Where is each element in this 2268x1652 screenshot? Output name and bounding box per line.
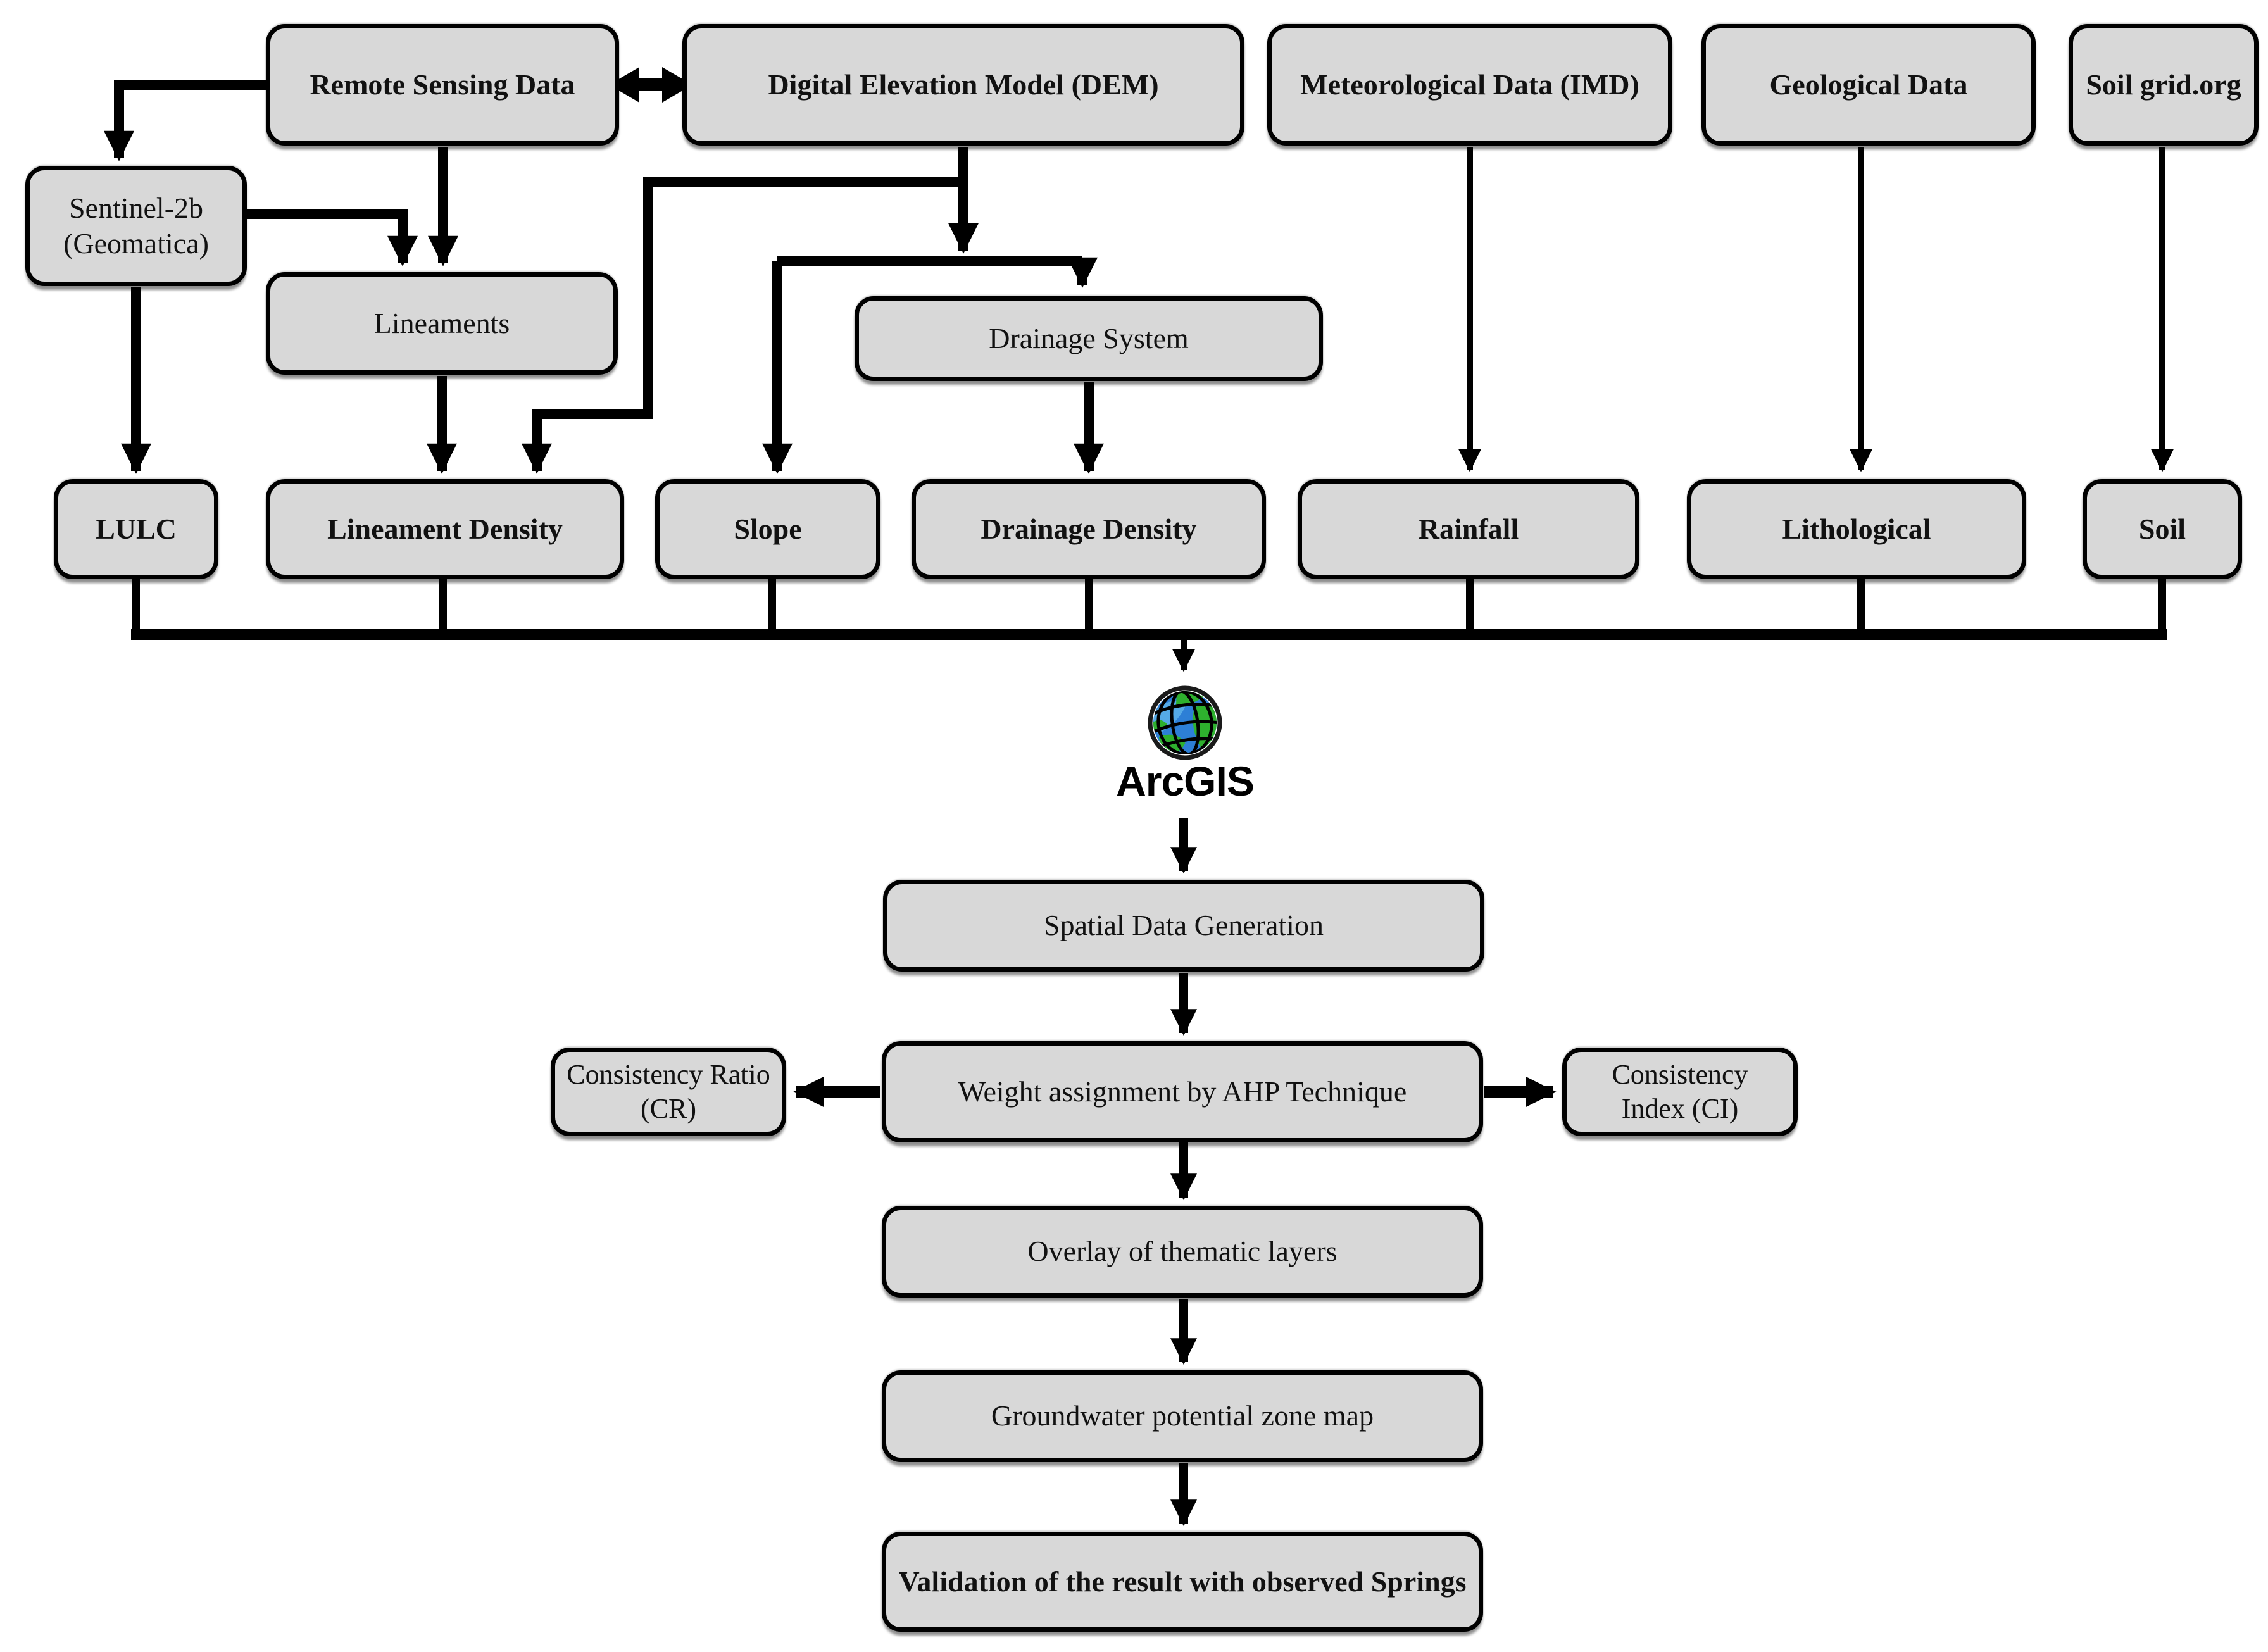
arcgis-globe-icon	[1148, 685, 1222, 760]
node-lulc: LULC	[54, 479, 218, 579]
node-meteorological-data: Meteorological Data (IMD)	[1267, 24, 1672, 146]
double-arrow-left-head	[609, 67, 639, 103]
node-drainage-system: Drainage System	[855, 296, 1323, 381]
node-sentinel-2b: Sentinel-2b (Geomatica)	[25, 166, 247, 286]
node-ahp-weight-assignment: Weight assignment by AHP Technique	[882, 1041, 1483, 1142]
node-overlay-thematic-layers: Overlay of thematic layers	[882, 1206, 1483, 1298]
node-consistency-ratio: Consistency Ratio (CR)	[551, 1048, 786, 1136]
node-remote-sensing-data: Remote Sensing Data	[266, 24, 619, 146]
node-rainfall: Rainfall	[1298, 479, 1639, 579]
node-validation-observed-springs: Validation of the result with observed S…	[882, 1532, 1483, 1632]
double-arrow-right-head	[662, 67, 692, 103]
node-soil: Soil	[2083, 479, 2242, 579]
node-lithological: Lithological	[1687, 479, 2026, 579]
arrow-rsd-to-sentinel	[104, 80, 266, 161]
node-lineaments: Lineaments	[266, 272, 618, 375]
arrow-dem-to-lineament-density	[522, 177, 963, 474]
arrow-sentinel-to-lineaments	[247, 209, 418, 266]
node-drainage-density: Drainage Density	[912, 479, 1266, 579]
node-dem: Digital Elevation Model (DEM)	[682, 24, 1244, 146]
node-spatial-data-generation: Spatial Data Generation	[883, 880, 1484, 972]
node-slope: Slope	[655, 479, 880, 579]
node-geological-data: Geological Data	[1701, 24, 2036, 146]
node-groundwater-potential-zone-map: Groundwater potential zone map	[882, 1370, 1483, 1462]
node-consistency-index: Consistency Index (CI)	[1562, 1048, 1798, 1136]
arcgis-wordmark: ArcGIS	[1116, 758, 1255, 804]
node-lineament-density: Lineament Density	[266, 479, 624, 579]
node-soil-grid-org: Soil grid.org	[2069, 24, 2259, 146]
